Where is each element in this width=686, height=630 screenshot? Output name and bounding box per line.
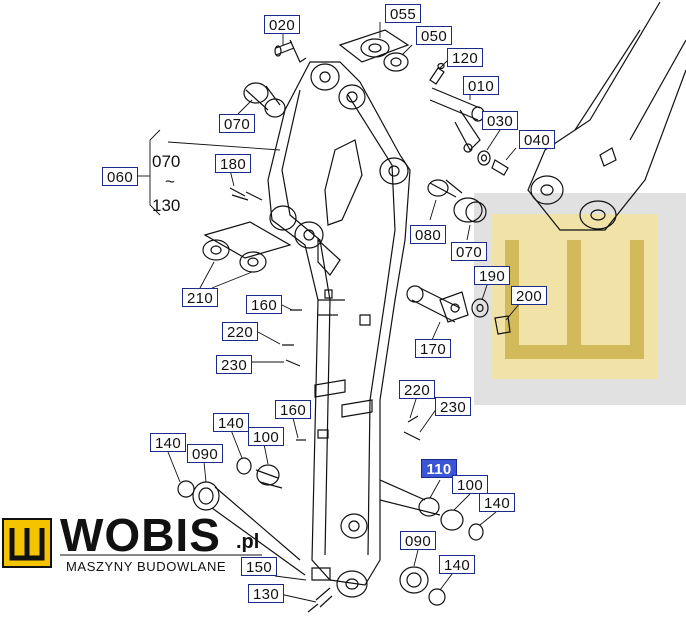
callout-140-left-inner: 140 (213, 413, 249, 432)
washer-140-left (177, 457, 252, 498)
callout-160-upper: 160 (246, 295, 282, 314)
pin-130 (307, 587, 333, 613)
bolt-040 (491, 159, 509, 176)
callout-150: 150 (241, 557, 277, 576)
bushing-110-right (379, 479, 464, 531)
callout-050: 050 (416, 26, 452, 45)
boom-outline (527, 1, 686, 231)
washer-030 (477, 150, 491, 166)
washer-050 (383, 52, 409, 72)
callout-220-lower: 220 (399, 380, 435, 399)
callout-160-lower: 160 (275, 400, 311, 419)
callout-080: 080 (410, 225, 446, 244)
pin-180 (229, 187, 263, 201)
callout-210: 210 (182, 288, 218, 307)
callout-100-left: 100 (248, 427, 284, 446)
callout-090-right: 090 (400, 531, 436, 550)
callout-220-upper: 220 (222, 322, 258, 341)
callout-200: 200 (511, 286, 547, 305)
pin-170 (406, 285, 469, 323)
range-to: 130 (152, 196, 181, 215)
washer-190 (471, 298, 489, 318)
callout-020: 020 (264, 15, 300, 34)
brand-logo-icon (2, 518, 52, 568)
callout-040: 040 (519, 130, 555, 149)
callout-120: 120 (447, 48, 483, 67)
pin-020 (274, 39, 307, 63)
callout-140-left-outer: 140 (150, 433, 186, 452)
brand-domain: .pl (236, 531, 260, 553)
bolt-200 (494, 315, 511, 335)
washer-140-right (428, 523, 484, 606)
grease-nipple-120 (429, 62, 445, 85)
bushing-100-left (255, 464, 283, 489)
range-tilde: ~ (165, 172, 175, 191)
callout-010: 010 (463, 76, 499, 95)
callout-060: 060 (102, 167, 138, 186)
callout-030: 030 (482, 111, 518, 130)
washer-210 (202, 221, 292, 273)
callout-230-lower: 230 (435, 397, 471, 416)
callout-090-left: 090 (187, 444, 223, 463)
brand-name: WOBIS (60, 509, 221, 561)
callout-070-top: 070 (219, 114, 255, 133)
arm-body (267, 61, 411, 598)
pin-010 (429, 87, 485, 153)
callout-170: 170 (415, 339, 451, 358)
range-from: 070 (152, 152, 181, 171)
callout-100-right: 100 (452, 475, 488, 494)
bolts-160-220-230 (282, 309, 421, 441)
callout-110-highlighted[interactable]: 110 (421, 459, 457, 478)
callout-140-right-outer: 140 (439, 555, 475, 574)
callout-230-upper: 230 (216, 355, 252, 374)
bushing-070-mid (453, 197, 487, 223)
callout-070-mid: 070 (451, 242, 487, 261)
bushing-070-top (243, 82, 286, 118)
callout-130: 130 (248, 584, 284, 603)
callout-055: 055 (385, 4, 421, 23)
bushing-090-right (399, 566, 429, 594)
callout-140-right-inner: 140 (479, 493, 515, 512)
leader-lines (138, 22, 521, 603)
callout-180: 180 (215, 154, 251, 173)
washer-055 (338, 29, 410, 63)
brand-tagline: MASZYNY BUDOWLANE (66, 559, 227, 574)
bushing-080 (427, 179, 463, 198)
callout-190: 190 (474, 266, 510, 285)
